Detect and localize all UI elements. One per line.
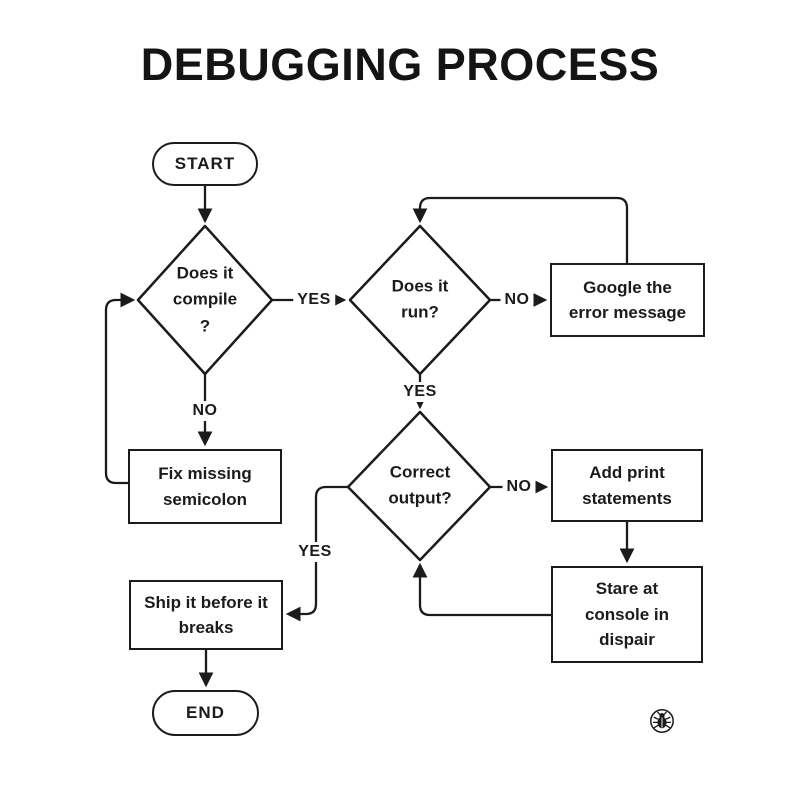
edge-label-yes-correct-ship: YES bbox=[294, 542, 336, 562]
bug-logo-icon bbox=[650, 709, 674, 733]
edge-label-no-correct-addprint: NO bbox=[502, 477, 536, 497]
edge-stare-back-to-correct bbox=[412, 562, 551, 617]
page-title: DEBUGGING PROCESS bbox=[140, 39, 660, 90]
edge-google-back-to-run bbox=[412, 196, 629, 263]
diamond-does-it-run-shape bbox=[348, 224, 492, 376]
node-start: START bbox=[152, 142, 258, 186]
edge-label-no-run-google: NO bbox=[500, 290, 534, 310]
edge-label-no-compile-fix: NO bbox=[188, 401, 222, 421]
node-does-it-compile-label: Does it compile ? bbox=[172, 263, 238, 336]
node-google-error-message: Google the error message bbox=[550, 263, 705, 337]
node-ship-it-before-it-breaks: Ship it before it breaks bbox=[129, 580, 283, 650]
node-stare-at-console: Stare at console in dispair bbox=[551, 566, 703, 663]
node-fix-missing-semicolon-label: Fix missing semicolon bbox=[158, 464, 252, 509]
node-correct-output-label: Correct output? bbox=[388, 462, 452, 508]
node-ship-it-before-it-breaks-label: Ship it before it breaks bbox=[144, 592, 268, 638]
node-does-it-run-label: Does it run? bbox=[391, 276, 449, 322]
node-fix-missing-semicolon: Fix missing semicolon bbox=[128, 449, 282, 524]
edge-label-yes-compile-run: YES bbox=[293, 290, 335, 310]
node-add-print-statements: Add print statements bbox=[551, 449, 703, 522]
edge-fix-back-to-compile bbox=[104, 292, 136, 485]
node-google-error-message-label: Google the error message bbox=[568, 277, 687, 323]
diamond-correct-output-shape bbox=[346, 410, 492, 562]
edge-label-yes-run-correct: YES bbox=[399, 382, 441, 402]
node-add-print-statements-label: Add print statements bbox=[582, 463, 672, 508]
node-end-label: END bbox=[186, 703, 225, 723]
diamond-does-it-compile-shape bbox=[136, 224, 274, 376]
node-end: END bbox=[152, 690, 259, 736]
node-stare-at-console-label: Stare at console in dispair bbox=[584, 579, 670, 650]
node-start-label: START bbox=[174, 154, 236, 174]
